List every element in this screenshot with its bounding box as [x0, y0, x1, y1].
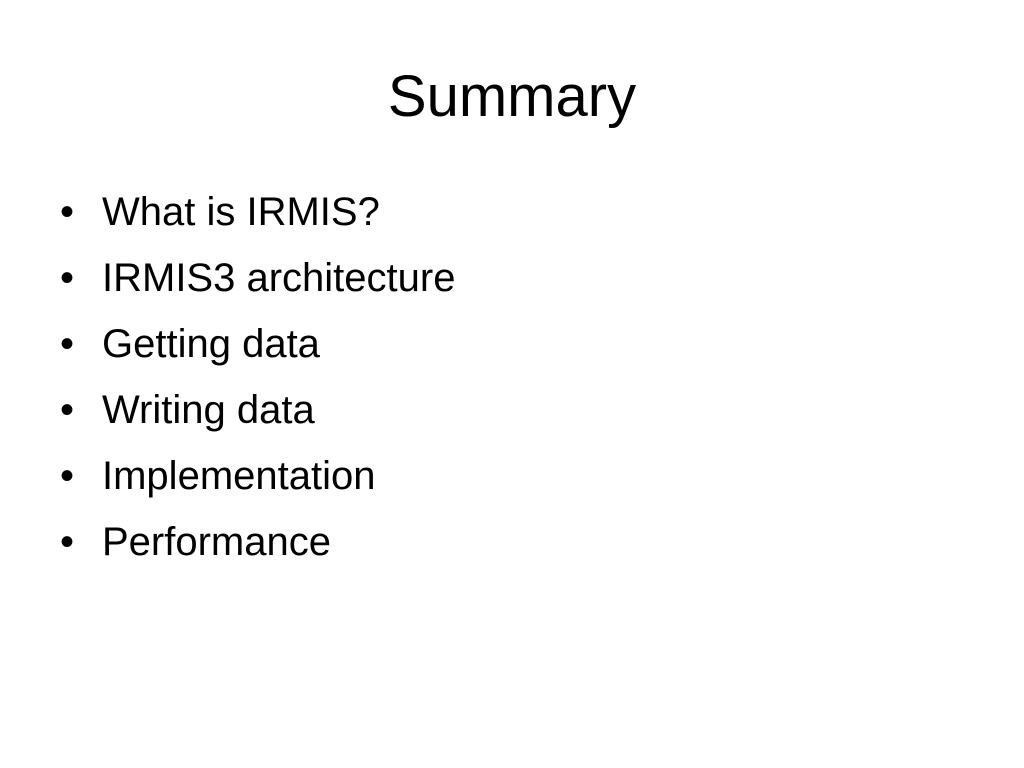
- bullet-icon: •: [60, 322, 75, 366]
- bullet-text: Getting data: [102, 321, 320, 366]
- bullet-icon: •: [60, 520, 75, 564]
- bullet-item: • Getting data: [58, 311, 455, 377]
- bullet-item: • Performance: [58, 509, 455, 575]
- bullet-item: • Implementation: [58, 443, 455, 509]
- bullet-icon: •: [60, 190, 75, 234]
- bullet-text: Writing data: [102, 387, 315, 432]
- bullet-icon: •: [60, 256, 75, 300]
- bullet-list: • What is IRMIS? • IRMIS3 architecture •…: [58, 179, 455, 575]
- bullet-icon: •: [60, 454, 75, 498]
- bullet-text: Implementation: [102, 453, 376, 498]
- bullet-item: • IRMIS3 architecture: [58, 245, 455, 311]
- bullet-item: • What is IRMIS?: [58, 179, 455, 245]
- bullet-text: IRMIS3 architecture: [102, 255, 456, 300]
- bullet-text: What is IRMIS?: [102, 189, 380, 234]
- bullet-icon: •: [60, 388, 75, 432]
- slide-title: Summary: [387, 64, 637, 129]
- bullet-item: • Writing data: [58, 377, 455, 443]
- bullet-text: Performance: [102, 519, 331, 564]
